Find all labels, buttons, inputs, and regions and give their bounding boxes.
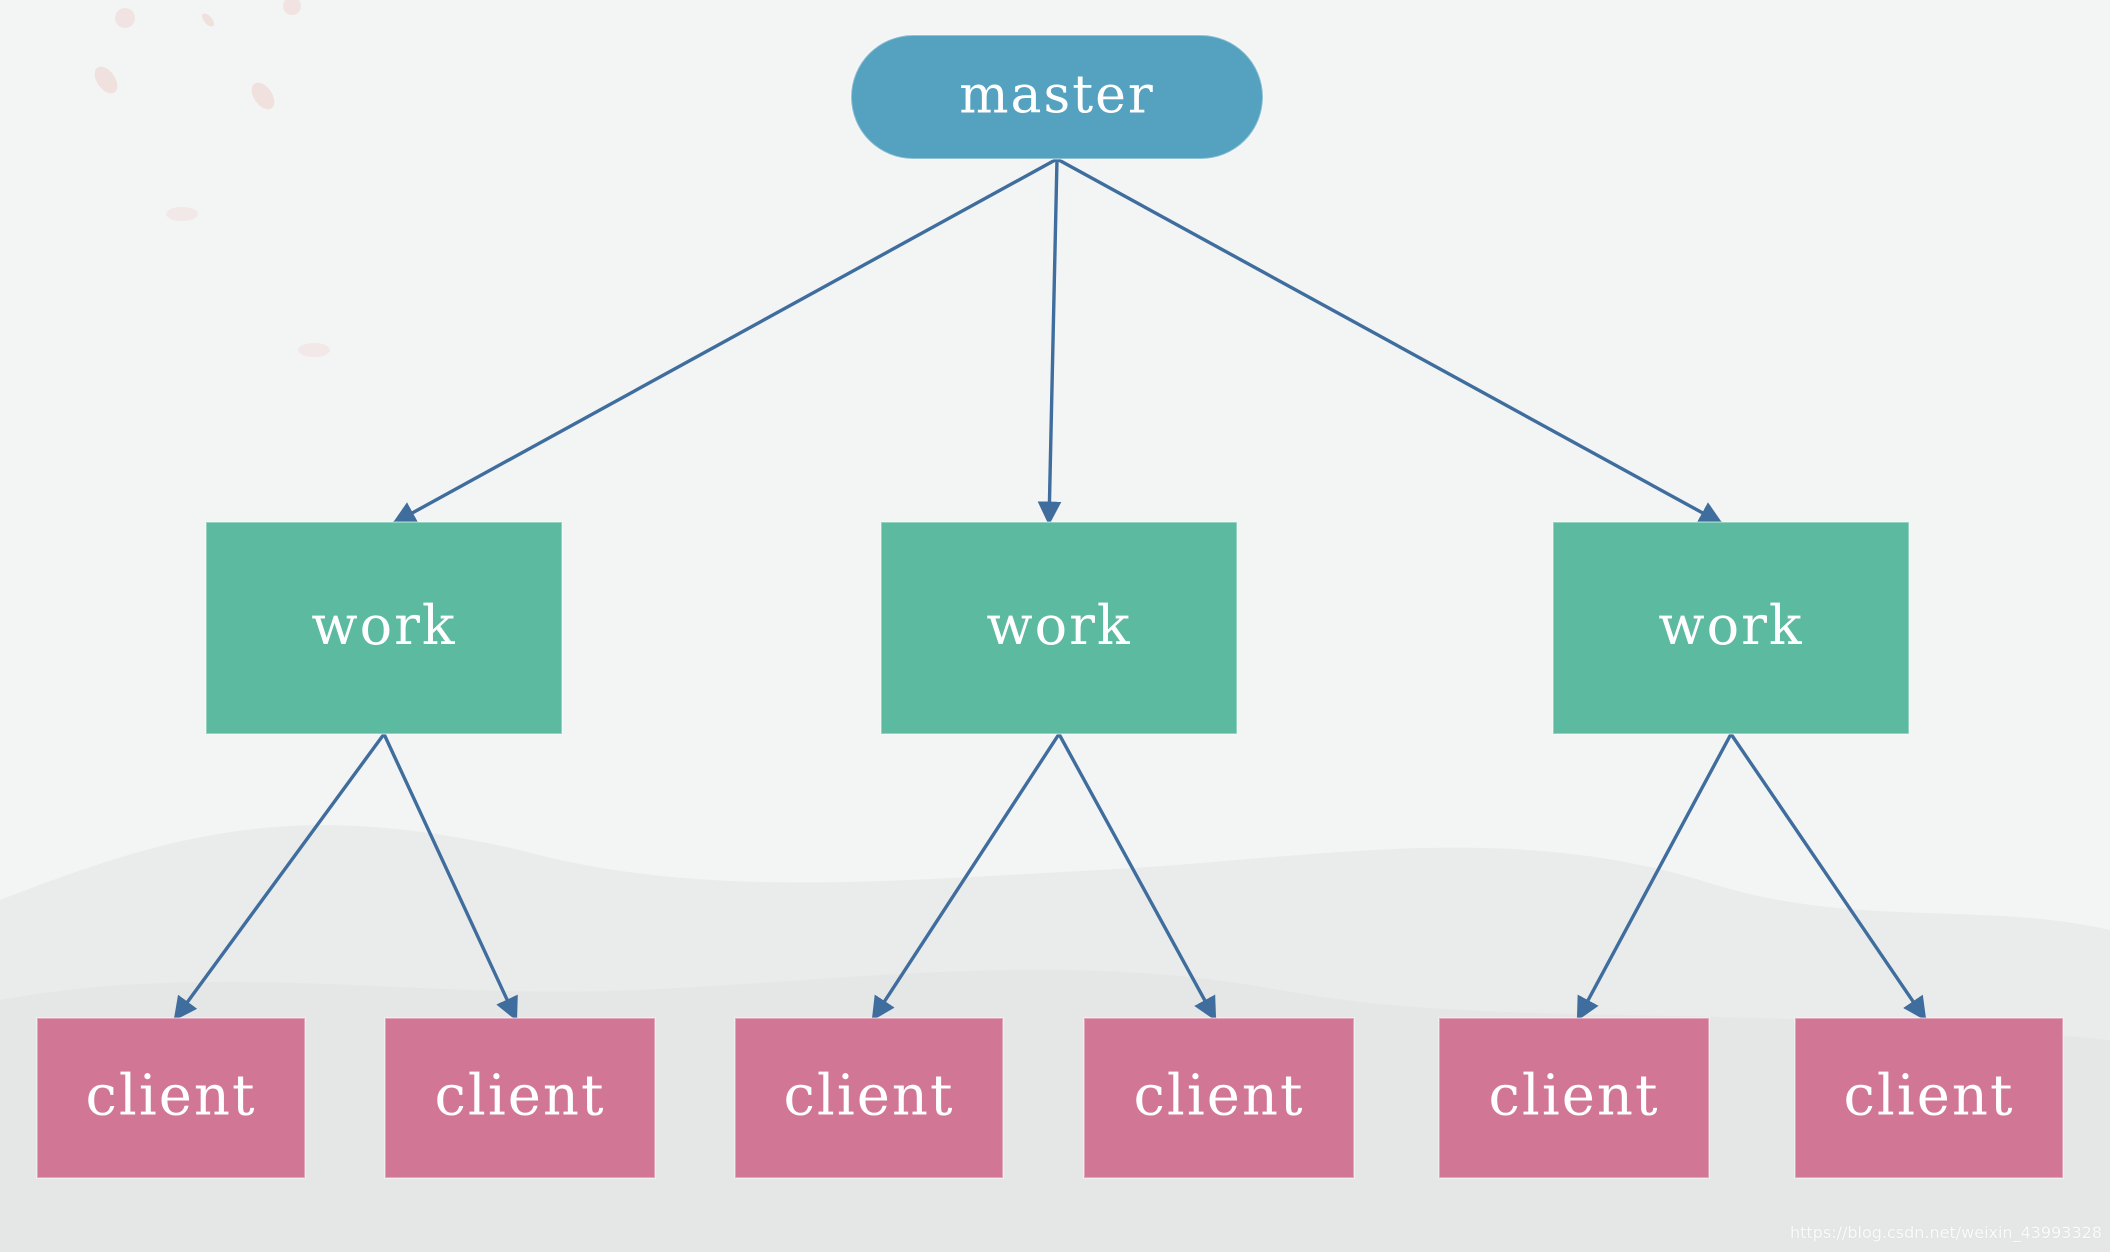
edges-layer — [173, 157, 1927, 1022]
decorative-petals — [94, 0, 330, 357]
node-client-0: client — [36, 1017, 306, 1179]
node-worker-0-shape — [205, 521, 563, 735]
node-client-1: client — [384, 1017, 656, 1179]
edge-worker-2-to-client-4 — [1576, 733, 1733, 1022]
node-client-0-shape — [36, 1017, 306, 1179]
node-worker-1-label: work — [986, 594, 1131, 657]
node-client-3-shape — [1083, 1017, 1355, 1179]
node-worker-2: work — [1552, 521, 1910, 735]
edge-worker-0-to-client-0 — [173, 732, 386, 1021]
node-client-2-label: client — [784, 1064, 955, 1129]
node-client-0-label: client — [86, 1064, 257, 1129]
nodes-layer: master work work work client client client clie… — [36, 34, 2064, 1179]
node-worker-2-label: work — [1658, 594, 1803, 657]
node-worker-1-shape — [880, 521, 1238, 735]
edge-master-to-worker-0 — [391, 157, 1058, 525]
watermark-text: https://blog.csdn.net/weixin_43993328 — [1789, 1223, 2102, 1242]
node-master: master — [850, 34, 1264, 160]
node-client-3-label: client — [1134, 1064, 1305, 1129]
node-client-5-shape — [1794, 1017, 2064, 1179]
node-client-3: client — [1083, 1017, 1355, 1179]
node-client-1-label: client — [435, 1064, 606, 1129]
node-master-shape — [850, 34, 1264, 160]
edge-master-to-worker-1 — [1037, 158, 1062, 526]
node-client-5: client — [1794, 1017, 2064, 1179]
node-master-label: master — [959, 66, 1155, 126]
edge-master-to-worker-2 — [1056, 157, 1724, 525]
edge-worker-1-to-client-2 — [871, 733, 1061, 1021]
edge-worker-2-to-client-5 — [1729, 733, 1927, 1021]
node-client-2-shape — [734, 1017, 1004, 1179]
background-hills — [0, 825, 2110, 1252]
node-worker-2-shape — [1552, 521, 1910, 735]
edge-worker-0-to-client-1 — [382, 733, 518, 1022]
node-worker-0-label: work — [311, 594, 456, 657]
node-client-4: client — [1438, 1017, 1710, 1179]
node-worker-0: work — [205, 521, 563, 735]
node-client-1-shape — [384, 1017, 656, 1179]
node-worker-1: work — [880, 521, 1238, 735]
node-client-4-shape — [1438, 1017, 1710, 1179]
node-client-5-label: client — [1844, 1064, 2015, 1129]
node-client-4-label: client — [1489, 1064, 1660, 1129]
node-client-2: client — [734, 1017, 1004, 1179]
edge-worker-1-to-client-3 — [1057, 733, 1217, 1022]
